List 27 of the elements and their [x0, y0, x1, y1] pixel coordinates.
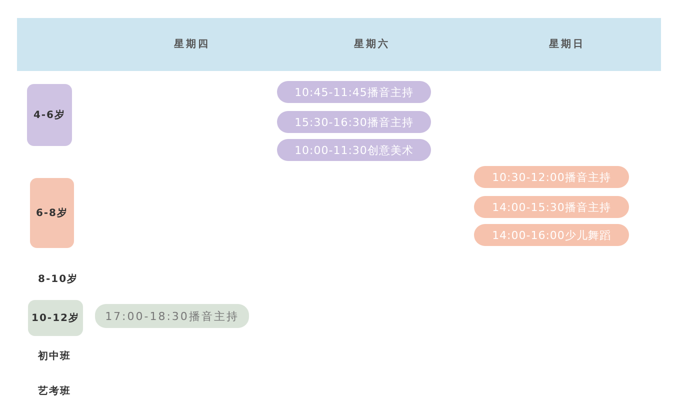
age-group-label: 8-10岁 — [38, 272, 78, 286]
age-group-box — [27, 84, 72, 146]
age-group-box — [28, 300, 83, 336]
age-group-label: 艺考班 — [38, 384, 71, 398]
class-time: 10:00-11:30创意美术 — [294, 142, 414, 158]
class-pill — [277, 111, 431, 133]
age-group-box — [30, 178, 74, 248]
day-heading: 星期四 — [173, 38, 211, 52]
age-group-label: 6-8岁 — [36, 206, 68, 220]
age-group-label: 10-12岁 — [32, 312, 80, 325]
class-time: 10:45-11:45播音主持 — [294, 84, 414, 100]
class-pill — [474, 196, 629, 218]
class-time: 15:30-16:30播音主持 — [294, 114, 414, 130]
class-pill — [277, 81, 431, 103]
class-time: 14:00-15:30播音主持 — [492, 200, 611, 214]
age-group-label: 4-6岁 — [33, 108, 66, 122]
class-pill — [95, 304, 249, 328]
age-group-label: 初中班 — [38, 349, 71, 363]
class-time: 17:00-18:30播音主持 — [105, 308, 239, 324]
class-time: 14:00-16:00少儿舞蹈 — [492, 228, 611, 242]
class-pill — [474, 224, 629, 246]
class-time: 10:30-12:00播音主持 — [492, 170, 611, 184]
header-band — [17, 18, 661, 71]
class-pill — [474, 166, 629, 188]
day-heading: 星期日 — [548, 38, 586, 52]
class-pill — [277, 139, 431, 161]
day-heading: 星期六 — [353, 37, 391, 52]
